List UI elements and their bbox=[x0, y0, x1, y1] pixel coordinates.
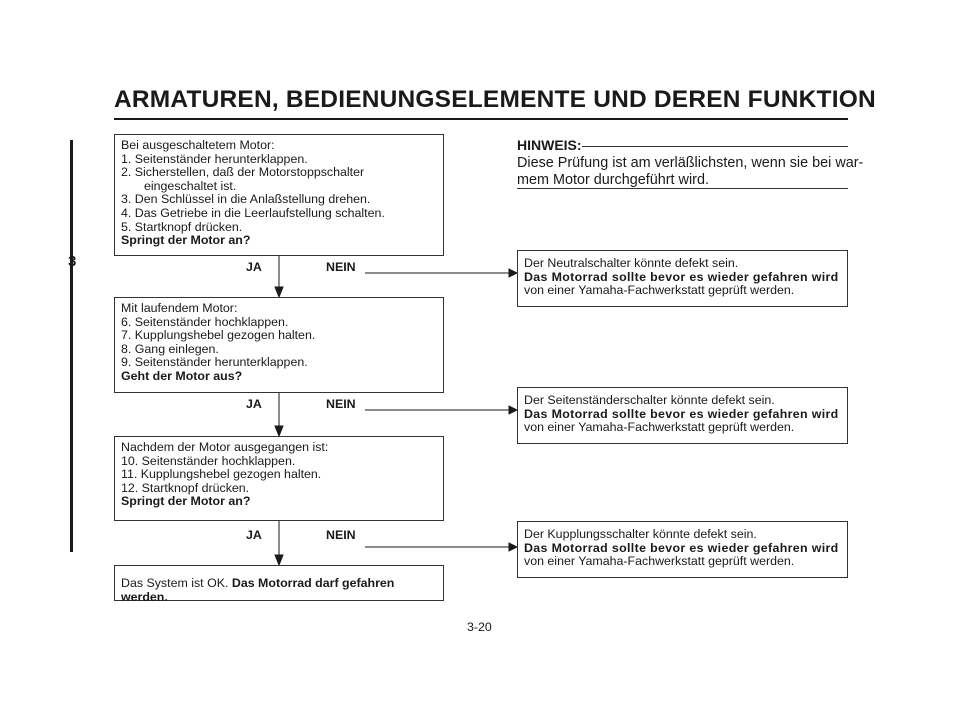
chapter-bar bbox=[70, 140, 73, 552]
fault-warning: Das Motorrad sollte bevor es wieder gefa… bbox=[524, 540, 839, 555]
step-item: 8. Gang einlegen. bbox=[121, 341, 219, 356]
step-intro: Bei ausgeschaltetem Motor: bbox=[121, 138, 275, 152]
note-line: mem Motor durchgeführt wird. bbox=[517, 172, 709, 188]
yes-label: JA bbox=[246, 528, 262, 542]
fault-line: von einer Yamaha-Fachwerkstatt geprüft w… bbox=[524, 283, 795, 298]
fault-warning: Das Motorrad sollte bevor es wieder gefa… bbox=[524, 406, 839, 421]
step-item: 7. Kupplungshebel gezogen halten. bbox=[121, 328, 316, 343]
page-title: ARMATUREN, BEDIENUNGSELEMENTE UND DEREN … bbox=[114, 86, 876, 113]
no-label: NEIN bbox=[326, 397, 356, 411]
fault-box-3: Der Kupplungsschalter könnte defekt sein… bbox=[517, 521, 848, 578]
arrow-right-1 bbox=[508, 268, 519, 278]
step-item: 2. Sicherstellen, daß der Motorstoppscha… bbox=[121, 165, 365, 180]
step-item: 9. Seitenständer herunterklappen. bbox=[121, 355, 308, 370]
result-box: Das System ist OK. Das Motorrad darf gef… bbox=[114, 565, 444, 604]
step-box-1: Bei ausgeschaltetem Motor: 1. Seitenstän… bbox=[114, 134, 444, 256]
result-prefix: Das System ist OK. bbox=[121, 576, 229, 590]
arrow-down-2 bbox=[274, 425, 284, 438]
step-box-3: Nachdem der Motor ausgegangen ist: 10. S… bbox=[114, 436, 444, 521]
chapter-number: 3 bbox=[68, 253, 77, 270]
arrow-right-3 bbox=[508, 542, 519, 552]
step-item: 1. Seitenständer herunterklappen. bbox=[121, 151, 308, 166]
no-label: NEIN bbox=[326, 260, 356, 274]
arrow-down-3 bbox=[274, 554, 284, 567]
step-item: 4. Das Getriebe in die Leerlaufstellung … bbox=[121, 205, 385, 220]
no-label: NEIN bbox=[326, 528, 356, 542]
fault-box-2: Der Seitenständerschalter könnte defekt … bbox=[517, 387, 848, 444]
step-question: Springt der Motor an? bbox=[121, 494, 251, 509]
fault-box-1: Der Neutralschalter könnte defekt sein. … bbox=[517, 250, 848, 307]
fault-line: Der Seitenständerschalter könnte defekt … bbox=[524, 393, 775, 407]
fault-line: von einer Yamaha-Fachwerkstatt geprüft w… bbox=[524, 554, 795, 569]
fault-warning: Das Motorrad sollte bevor es wieder gefa… bbox=[524, 269, 839, 284]
step-intro: Nachdem der Motor ausgegangen ist: bbox=[121, 440, 329, 454]
note-heading: HINWEIS: bbox=[517, 137, 582, 153]
arrow-down-1 bbox=[274, 286, 284, 299]
result-bold: Das Motorrad darf gefahren werden. bbox=[121, 576, 395, 604]
fault-line: Der Kupplungsschalter könnte defekt sein… bbox=[524, 527, 757, 541]
note-text: Diese Prüfung ist am verläßlichsten, wen… bbox=[517, 155, 864, 189]
title-rule bbox=[114, 118, 848, 120]
step-question: Geht der Motor aus? bbox=[121, 368, 243, 383]
note-rule-bottom bbox=[517, 188, 848, 189]
yes-label: JA bbox=[246, 260, 262, 274]
step-item: 12. Startknopf drücken. bbox=[121, 480, 250, 495]
note-rule-top bbox=[582, 146, 848, 147]
step-box-2: Mit laufendem Motor: 6. Seitenständer ho… bbox=[114, 297, 444, 393]
step-item: 6. Seitenständer hochklappen. bbox=[121, 314, 289, 329]
yes-label: JA bbox=[246, 397, 262, 411]
fault-line: von einer Yamaha-Fachwerkstatt geprüft w… bbox=[524, 420, 795, 435]
step-item: 10. Seitenständer hochklappen. bbox=[121, 453, 296, 468]
step-item: 3. Den Schlüssel in die Anlaßstellung dr… bbox=[121, 192, 371, 207]
step-item: eingeschaltet ist. bbox=[144, 178, 237, 193]
step-item: 5. Startknopf drücken. bbox=[121, 219, 243, 234]
step-intro: Mit laufendem Motor: bbox=[121, 301, 238, 315]
step-question: Springt der Motor an? bbox=[121, 233, 251, 248]
fault-line: Der Neutralschalter könnte defekt sein. bbox=[524, 256, 739, 270]
step-item: 11. Kupplungshebel gezogen halten. bbox=[121, 467, 322, 482]
arrow-right-2 bbox=[508, 405, 519, 415]
page-number: 3-20 bbox=[467, 620, 492, 634]
note-line: Diese Prüfung ist am verläßlichsten, wen… bbox=[517, 155, 864, 171]
